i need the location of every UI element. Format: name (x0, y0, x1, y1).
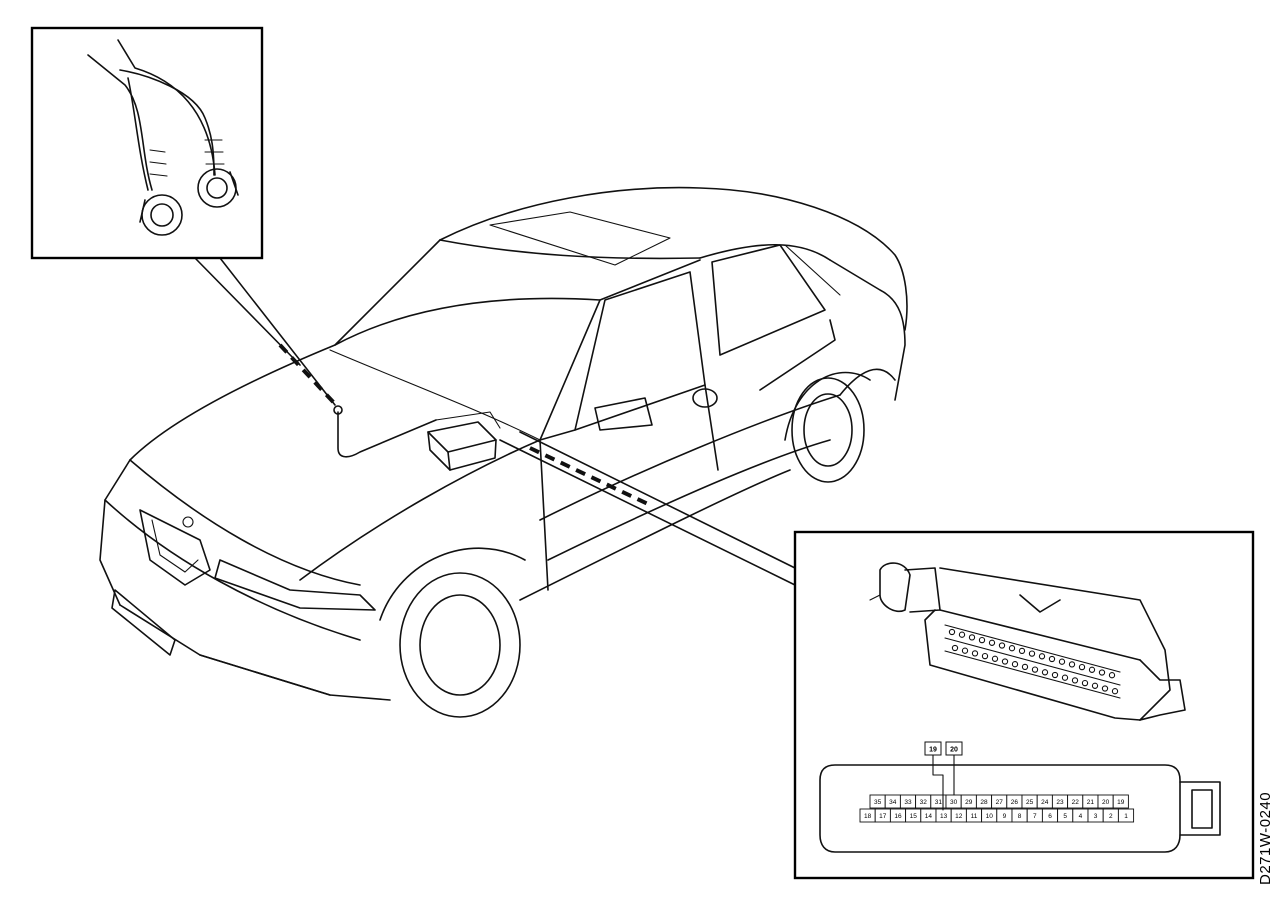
pin-number: 15 (910, 813, 918, 820)
pin-socket (958, 631, 966, 638)
pin-socket (1038, 653, 1046, 660)
pin-socket (1081, 679, 1089, 687)
pin-socket (951, 644, 959, 652)
pin-socket (1061, 674, 1069, 681)
pin-number: 5 (1063, 813, 1067, 820)
pin-socket (1011, 661, 1019, 668)
pin-number: 18 (864, 813, 872, 820)
pin-socket (961, 647, 969, 654)
pin-number: 17 (879, 813, 887, 820)
pin-socket (1041, 669, 1049, 676)
pin-number: 23 (1056, 799, 1064, 806)
pin-number: 9 (1003, 813, 1007, 820)
pin-socket (1088, 666, 1096, 673)
reference-code: D271W-0240 (1257, 792, 1274, 885)
pin-number: 21 (1087, 799, 1095, 806)
pin-socket (1018, 647, 1026, 655)
pin-socket (988, 639, 996, 646)
pin-socket (1108, 672, 1116, 679)
connector-3d-view (869, 562, 1186, 721)
pin-socket (1048, 655, 1056, 663)
pin-number: 27 (996, 799, 1004, 806)
pin-socket (998, 642, 1006, 649)
pin-socket (948, 628, 956, 636)
pin-number: 34 (889, 799, 897, 806)
pin-socket (978, 636, 986, 644)
pin-number: 24 (1041, 799, 1049, 806)
pin-socket (1101, 685, 1109, 692)
pin-socket (1001, 658, 1009, 665)
pin-socket (1098, 669, 1106, 676)
pin-number: 6 (1048, 813, 1052, 820)
ground-connector-inset (30, 26, 264, 260)
callout-19: 19 (929, 747, 937, 754)
pin-number: 11 (971, 813, 978, 820)
pin-number: 22 (1072, 799, 1080, 806)
pin-socket (1031, 666, 1039, 673)
pin-number: 29 (965, 799, 973, 806)
pin-cell (1117, 808, 1135, 823)
pin-number: 26 (1011, 799, 1019, 806)
car-illustration (99, 186, 908, 718)
pin-cell (1112, 794, 1129, 809)
pin-number: 30 (950, 799, 958, 806)
pin-socket (981, 652, 989, 660)
pin-socket (1008, 645, 1016, 652)
pin-number: 16 (894, 813, 902, 820)
pin-socket (1078, 663, 1086, 671)
pin-socket (971, 650, 979, 657)
pin-socket (1068, 661, 1076, 668)
pin-number: 12 (955, 813, 963, 820)
pin-number: 2 (1109, 813, 1113, 820)
pin-number: 4 (1079, 813, 1083, 820)
pin-socket (1091, 682, 1099, 689)
pin-socket (1111, 688, 1119, 695)
pin-number: 32 (920, 799, 928, 806)
pin-socket (1028, 650, 1036, 657)
pin-number: 19 (1117, 799, 1125, 806)
pin-number: 7 (1033, 813, 1037, 820)
callout-20: 20 (950, 747, 958, 754)
pin-socket (1021, 663, 1029, 671)
pin-number: 3 (1094, 813, 1098, 820)
pin-number: 1 (1124, 813, 1128, 820)
pin-socket (1058, 658, 1066, 665)
pin-number: 28 (980, 799, 988, 806)
leader-lines (194, 257, 796, 586)
pin-socket (1071, 677, 1079, 684)
pin-number: 14 (925, 813, 933, 820)
pin-number: 13 (940, 813, 948, 820)
pin-number: 8 (1018, 813, 1022, 820)
pin-socket (968, 634, 976, 641)
pin-number: 20 (1102, 799, 1110, 806)
pin-number: 25 (1026, 799, 1034, 806)
pin-socket (991, 655, 999, 662)
pin-number: 10 (986, 813, 994, 820)
pin-number: 33 (904, 799, 912, 806)
pin-socket (1051, 671, 1059, 679)
pin-number: 31 (935, 799, 943, 806)
pin-number: 35 (874, 799, 882, 806)
